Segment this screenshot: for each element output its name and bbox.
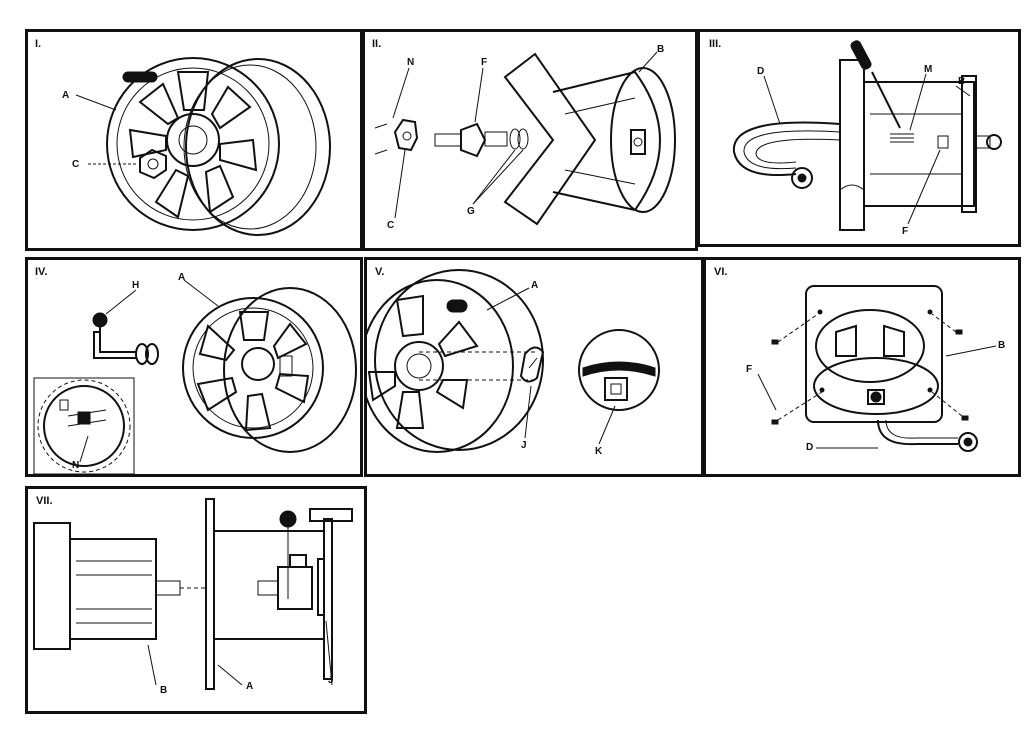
reel-exploded-side-illustration <box>33 498 353 690</box>
callout-c: C <box>387 220 395 231</box>
panel-numeral: VI. <box>714 266 728 278</box>
panel-ii: II. N F B C G <box>362 29 698 251</box>
reel-cap-illustration <box>367 269 660 453</box>
reel-crank-illustration <box>33 279 357 474</box>
panel-iv: IV. H A N <box>25 257 363 477</box>
callout-j: J <box>328 675 334 686</box>
callout-a: A <box>62 90 70 101</box>
callout-k: K <box>595 446 603 457</box>
callout-a: A <box>531 280 539 291</box>
callout-n: N <box>72 460 80 471</box>
panel-vi: VI. B F D <box>703 257 1021 477</box>
callout-b: B <box>657 44 665 55</box>
callout-h: H <box>132 280 140 291</box>
panel-numeral: III. <box>709 38 722 50</box>
callout-g: G <box>467 206 475 217</box>
panel-numeral: VII. <box>36 495 53 507</box>
panel-iii: III. D M B F <box>697 29 1021 247</box>
reel-mount-illustration <box>757 285 997 452</box>
callout-b: B <box>160 685 168 696</box>
callout-c: C <box>72 159 80 170</box>
panel-i: I. A C <box>25 29 363 251</box>
panel-vii: VII. B A J <box>25 486 367 714</box>
reel-frame-assembly-illustration <box>374 51 676 226</box>
panel-v: V. A J K <box>364 257 704 477</box>
reel-side-hose-illustration <box>732 40 1002 231</box>
panel-numeral: IV. <box>35 266 48 278</box>
callout-d: D <box>757 66 765 77</box>
callout-b: B <box>958 76 966 87</box>
reel-front-illustration <box>75 57 331 236</box>
callout-a: A <box>246 681 254 692</box>
callout-f: F <box>902 226 909 237</box>
callout-f: F <box>481 57 488 68</box>
panel-numeral: II. <box>372 38 382 50</box>
callout-n: N <box>407 57 415 68</box>
callout-b: B <box>998 340 1006 351</box>
panel-numeral: V. <box>375 266 385 278</box>
callout-m: M <box>924 64 933 75</box>
callout-d: D <box>806 442 814 453</box>
callout-f: F <box>746 364 753 375</box>
panel-numeral: I. <box>35 38 42 50</box>
callout-a: A <box>178 272 186 283</box>
callout-j: J <box>521 440 527 451</box>
